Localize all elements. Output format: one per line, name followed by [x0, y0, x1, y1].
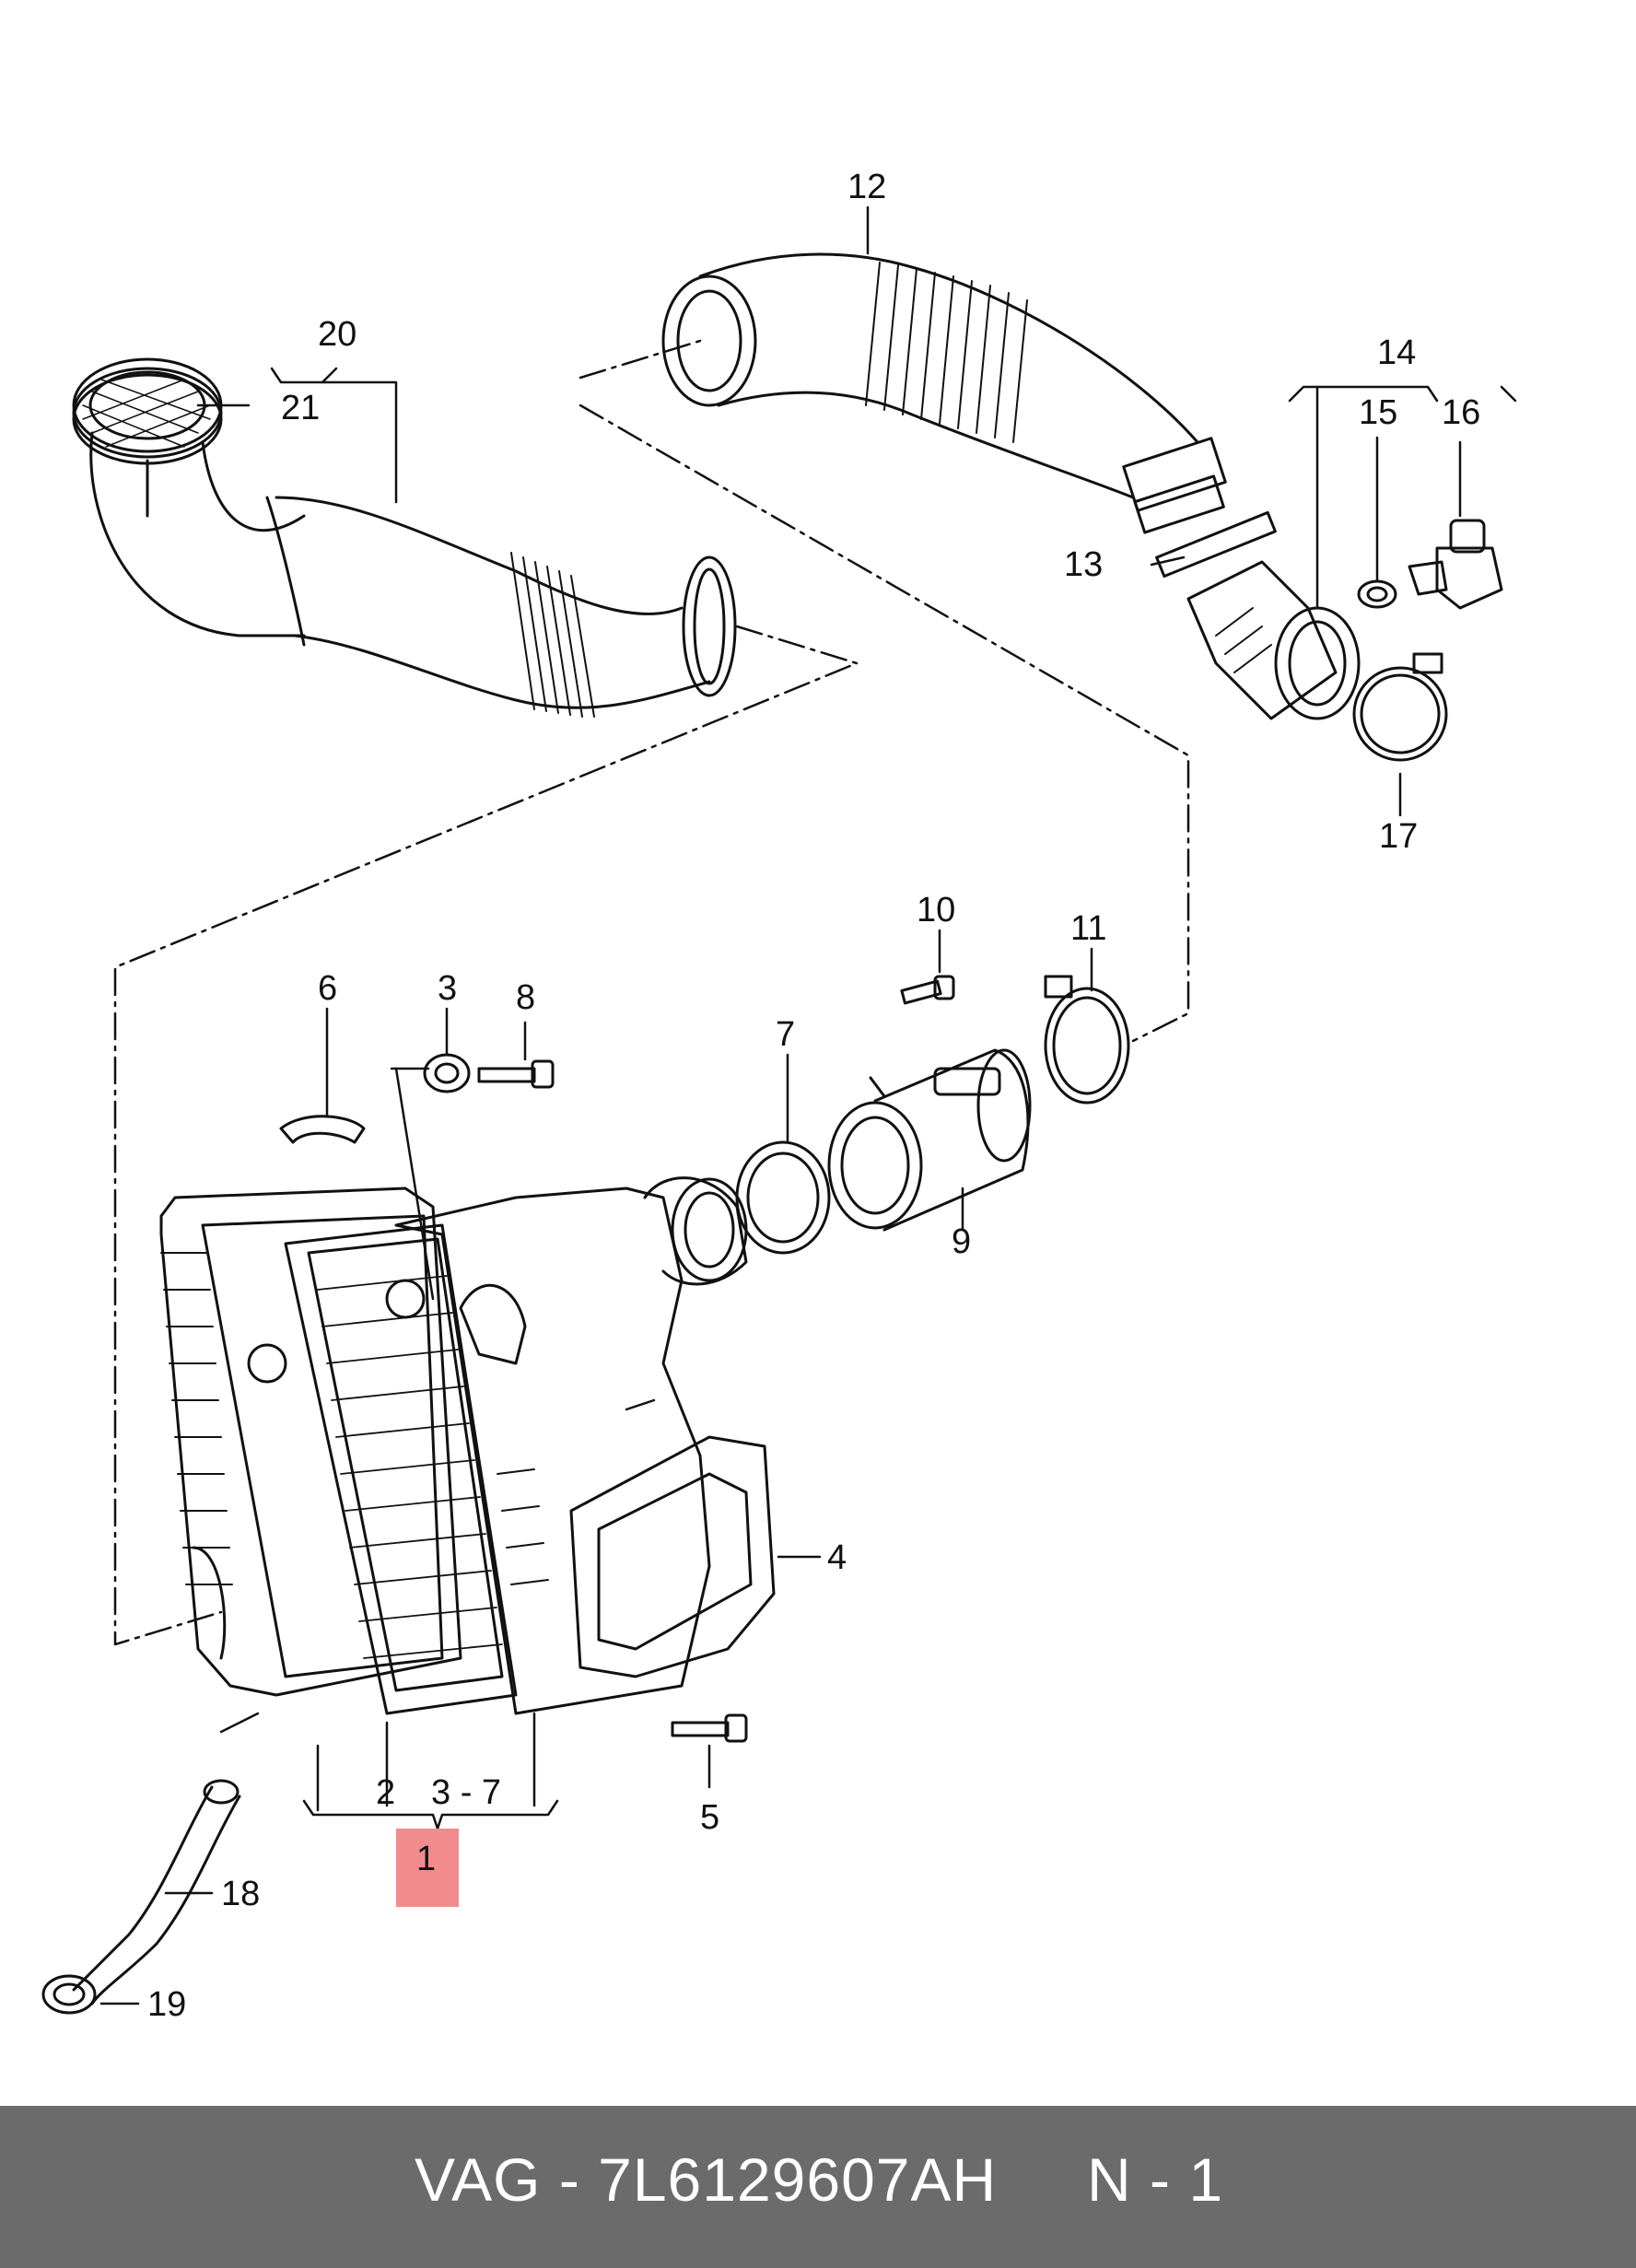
intake-hose-part-12 [661, 252, 1227, 534]
valve-part-16 [1408, 519, 1503, 610]
grommet-part-3 [423, 1053, 471, 1093]
hose-clamp-part-17 [1352, 652, 1448, 762]
air-mass-meter-part-9 [827, 1048, 1032, 1232]
screw-part-10 [900, 975, 955, 1005]
bracket-part-4 [569, 1435, 776, 1678]
outlet-connector-part-14 [1186, 560, 1361, 720]
callout-2: 2 [376, 1773, 395, 1812]
callout-3-7: 3 - 7 [431, 1773, 501, 1812]
callout-17: 17 [1379, 817, 1418, 856]
part-number-footer: VAG - 7L6129607AH N - 1 [0, 2106, 1636, 2268]
intake-elbow-part-20 [72, 357, 737, 718]
callout-9: 9 [952, 1222, 971, 1261]
callout-7: 7 [776, 1015, 795, 1054]
callout-10: 10 [917, 891, 955, 929]
quantity-text: N - 1 [1087, 2145, 1224, 2214]
callout-18: 18 [221, 1875, 260, 1913]
clamp-part-13 [1155, 510, 1277, 579]
screw-part-5 [671, 1713, 748, 1743]
callout-5: 5 [700, 1798, 719, 1837]
part-1-highlight [396, 1829, 459, 1907]
leader-lines [99, 205, 1517, 2005]
clamp-part-11 [1044, 975, 1130, 1105]
callout-6: 6 [318, 969, 337, 1008]
callout-4: 4 [827, 1538, 847, 1577]
hose-part-18 [72, 1779, 241, 2005]
connection-lines [113, 339, 1190, 1646]
callout-8: 8 [516, 978, 535, 1017]
filter-element-part-2 [284, 1223, 518, 1715]
callout-11: 11 [1070, 909, 1106, 948]
callout-3: 3 [438, 969, 457, 1008]
callout-labels: 12 20 21 14 15 16 13 17 10 11 6 3 8 7 9 … [147, 168, 1480, 2024]
callout-20: 20 [318, 315, 356, 354]
air-filter-housing [159, 1187, 462, 1697]
callout-12: 12 [847, 168, 886, 206]
callout-13: 13 [1064, 545, 1103, 584]
seal-ring-part-7 [735, 1140, 831, 1255]
callout-14: 14 [1377, 333, 1416, 372]
clamp-part-19 [41, 1974, 97, 2015]
intake-screen-part-21 [72, 367, 223, 465]
bolt-part-8 [477, 1059, 555, 1089]
clip-part-15 [1357, 579, 1397, 609]
callout-21: 21 [281, 389, 320, 427]
callout-16: 16 [1442, 393, 1480, 432]
callout-1: 1 [416, 1840, 436, 1878]
callout-19: 19 [147, 1985, 186, 2024]
part-number-text: VAG - 7L6129607AH [415, 2145, 998, 2214]
parts-diagram: 12 20 21 14 15 16 13 17 10 11 6 3 8 7 9 … [41, 168, 1517, 2024]
callout-15: 15 [1359, 393, 1397, 432]
clip-part-6 [279, 1115, 366, 1144]
